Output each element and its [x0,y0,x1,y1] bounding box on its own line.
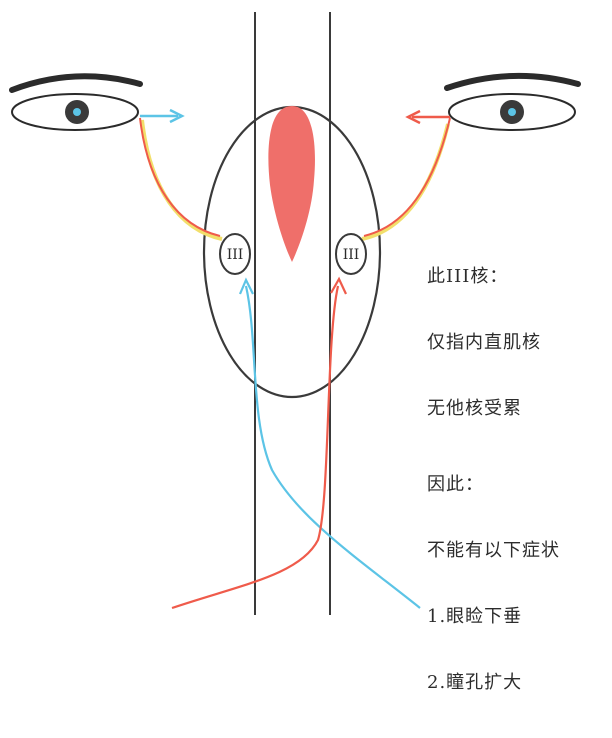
left-pathway-yellow [142,120,222,239]
annotation-line: 仅指内直肌核 [427,332,541,354]
consequence-annotation: 因此： 不能有以下症状 1.眼睑下垂 2.瞳孔扩大 [427,430,560,738]
diagram-stage: III III 此III核： 仅指内直肌核 无他核受累 因此： 不能有以下症状 … [0,0,612,620]
left-eyebrow [12,76,140,90]
annotation-line: 此III核： [427,266,541,288]
annotation-line: 1.眼睑下垂 [427,606,560,628]
left-pupil [73,108,81,116]
nucleus-annotation: 此III核： 仅指内直肌核 无他核受累 [427,222,541,464]
lesion-shape [268,106,315,262]
left-nucleus-label: III [227,247,244,263]
annotation-line: 因此： [427,474,560,496]
annotation-line: 无他核受累 [427,398,541,420]
right-pupil [508,108,516,116]
right-nucleus-label: III [343,247,360,263]
annotation-line: 不能有以下症状 [427,540,560,562]
right-eyebrow [447,76,578,88]
annotation-line: 2.瞳孔扩大 [427,672,560,694]
